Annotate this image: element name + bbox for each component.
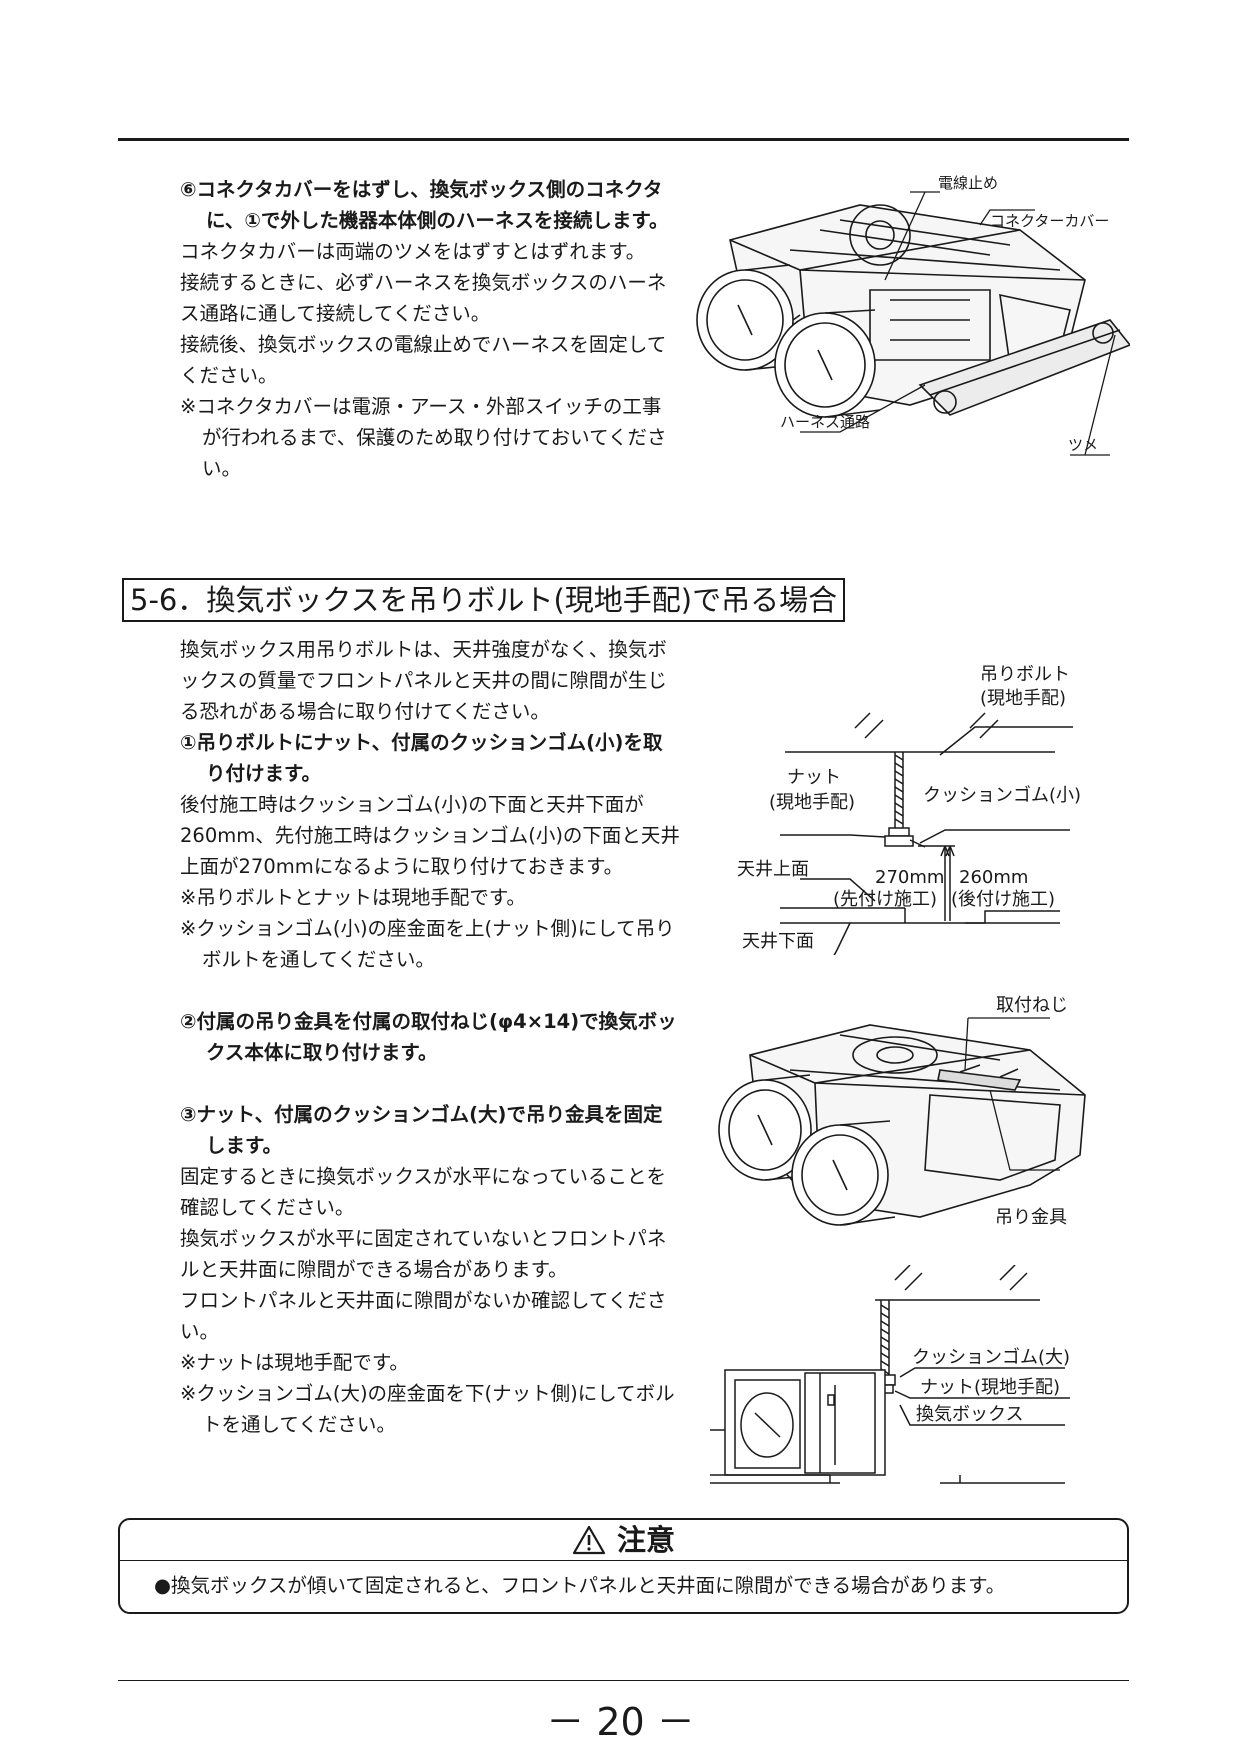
label-nut: ナット (787, 767, 841, 788)
step6-para3: 接続後、換気ボックスの電線止めでハーネスを固定してください。 (180, 333, 667, 387)
step6-heading: ⑥コネクタカバーをはずし、換気ボックス側のコネクタに、①で外した機器本体側のハー… (180, 178, 669, 232)
step6-para1: コネクタカバーは両端のツメをはずすとはずれます。 (180, 240, 646, 263)
section-title: 5-6．換気ボックスを吊りボルト(現地手配)で吊る場合 (122, 578, 846, 622)
suspended-box-figure: クッションゴム(大) ナット(現地手配) 換気ボックス (710, 1265, 1070, 1484)
bottom-rule (118, 1680, 1129, 1681)
step1-heading: ①吊りボルトにナット、付属のクッションゴム(小)を取り付けます。 (180, 731, 663, 785)
dim-260-sub: (後付け施工) (951, 889, 1055, 910)
label-wire-stop: 電線止め (938, 174, 998, 192)
section-body: 換気ボックス用吊りボルトは、天井強度がなく、換気ボックスの質量でフロントパネルと… (180, 634, 680, 1440)
dim-270-sub: (先付け施工) (833, 889, 937, 910)
caution-box: 注意 ●換気ボックスが傾いて固定されると、フロントパネルと天井面に隙間ができる場… (118, 1518, 1129, 1614)
intro-text: 換気ボックス用吊りボルトは、天井強度がなく、換気ボックスの質量でフロントパネルと… (180, 638, 667, 723)
label-tab: ツメ (1068, 436, 1098, 454)
step2-heading: ②付属の吊り金具を付属の取付ねじ(φ4×14)で換気ボックス本体に取り付けます。 (180, 1010, 677, 1064)
caution-header: 注意 (120, 1520, 1127, 1561)
dim-260: 260mm (959, 867, 1028, 888)
warning-icon (572, 1525, 606, 1555)
step3-para3: フロントパネルと天井面に隙間がないか確認してください。 (180, 1289, 667, 1343)
top-rule (118, 138, 1129, 141)
label-ventilation-box: 換気ボックス (916, 1404, 1023, 1425)
step1-note2: ※クッションゴム(小)の座金面を上(ナット側)にして吊りボルトを通してください。 (180, 917, 675, 971)
label-hanging-bolt: 吊りボルト (980, 665, 1070, 685)
step3-para1: 固定するときに換気ボックスが水平になっていることを確認してください。 (180, 1165, 666, 1219)
label-nut-local-2: ナット(現地手配) (920, 1377, 1060, 1398)
label-mounting-screw: 取付ねじ (996, 995, 1068, 1016)
connector-figure: 電線止め コネクターカバー ハーネス通路 ツメ (696, 174, 1130, 456)
label-cushion-small: クッションゴム(小) (923, 785, 1081, 806)
label-nut-local: (現地手配) (769, 792, 855, 813)
label-hanging-bracket: 吊り金具 (995, 1207, 1067, 1228)
label-ceiling-bottom: 天井下面 (742, 931, 814, 952)
step1-note1: ※吊りボルトとナットは現地手配です。 (180, 886, 526, 909)
label-ceiling-top: 天井上面 (737, 859, 809, 880)
step6-para2: 接続するときに、必ずハーネスを換気ボックスのハーネス通路に通して接続してください… (180, 271, 667, 325)
caution-text: ●換気ボックスが傾いて固定されると、フロントパネルと天井面に隙間ができる場合があ… (154, 1574, 1006, 1597)
step3-note2: ※クッションゴム(大)の座金面を下(ナット側)にしてボルトを通してください。 (180, 1382, 675, 1436)
label-harness-path: ハーネス通路 (780, 413, 870, 431)
dim-270: 270mm (875, 867, 944, 888)
label-hanging-bolt-local: (現地手配) (980, 688, 1066, 709)
label-connector-cover: コネクターカバー (990, 212, 1109, 230)
step3-para2: 換気ボックスが水平に固定されていないとフロントパネルと天井面に隙間ができる場合が… (180, 1227, 667, 1281)
step6-note: ※コネクタカバーは電源・アース・外部スイッチの工事が行われるまで、保護のため取り… (180, 395, 667, 480)
step3-note1: ※ナットは現地手配です。 (180, 1351, 409, 1374)
step3-heading: ③ナット、付属のクッションゴム(大)で吊り金具を固定します。 (180, 1103, 663, 1157)
bracket-figure: 取付ねじ 吊り金具 (718, 995, 1086, 1228)
page-number: － 20 － (546, 1700, 695, 1744)
step6-block: ⑥コネクタカバーをはずし、換気ボックス側のコネクタに、①で外した機器本体側のハー… (180, 174, 680, 484)
bolt-dimension-figure: 吊りボルト (現地手配) ナット (現地手配) クッションゴム(小) 天井上面 … (737, 665, 1081, 955)
label-cushion-large: クッションゴム(大) (912, 1347, 1070, 1368)
step1-para: 後付施工時はクッションゴム(小)の下面と天井下面が260mm、先付施工時はクッシ… (180, 793, 680, 878)
caution-title: 注意 (617, 1523, 676, 1557)
